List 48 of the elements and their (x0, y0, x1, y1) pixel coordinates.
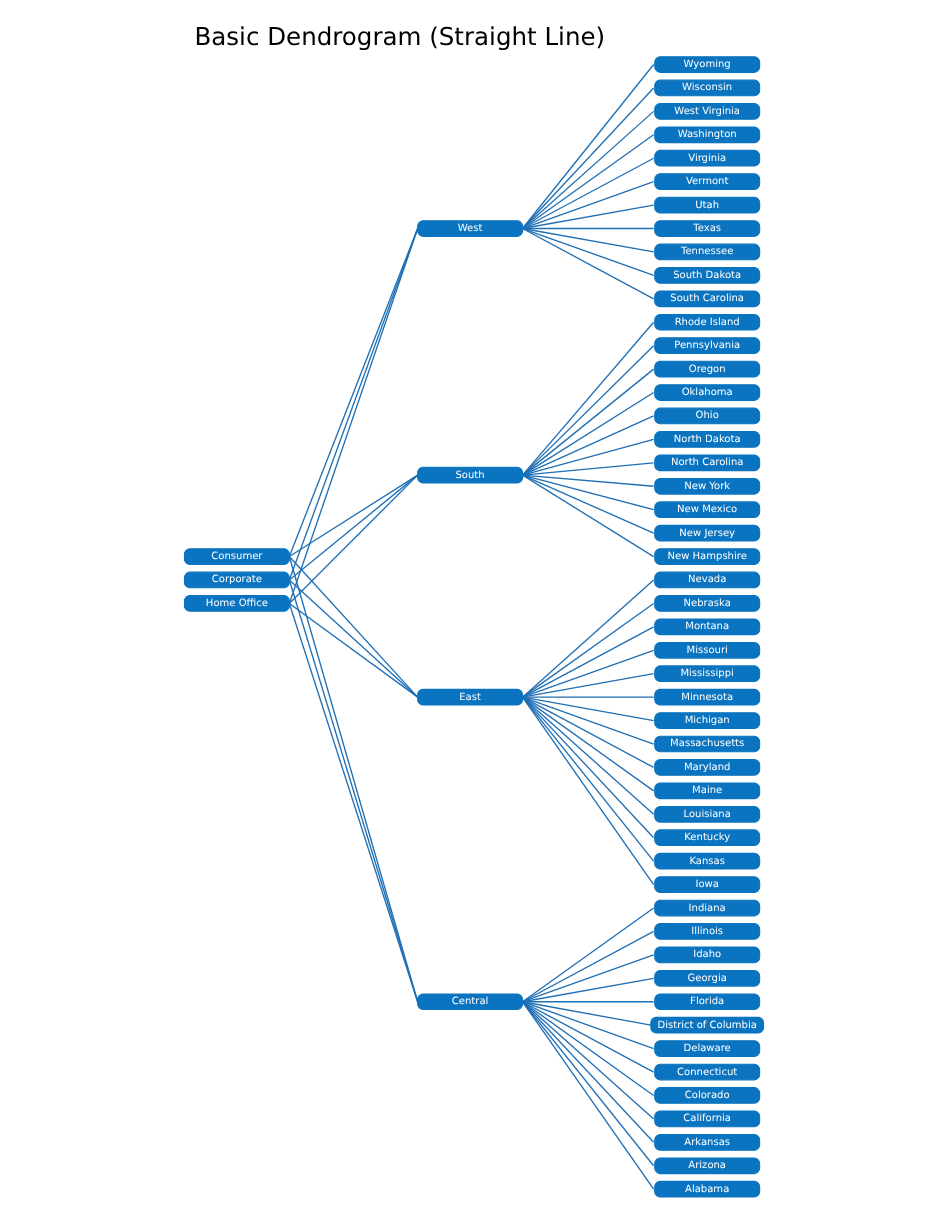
diagram-title: Basic Dendrogram (Straight Line) (194, 23, 606, 52)
connector (521, 1001, 655, 1073)
connector (521, 977, 655, 1003)
connector (288, 474, 419, 605)
connector (521, 696, 655, 745)
connector (521, 438, 655, 476)
connector (521, 204, 655, 230)
connector (288, 579, 419, 698)
connector (521, 1001, 655, 1120)
connector (521, 696, 655, 698)
connector (521, 157, 655, 230)
connector (521, 626, 655, 698)
connector (521, 110, 655, 230)
connector (288, 555, 419, 698)
connector (521, 696, 655, 815)
connector (521, 1001, 655, 1097)
connector (521, 1001, 652, 1026)
connector (521, 391, 655, 476)
connector (521, 462, 655, 476)
connector (521, 602, 655, 698)
connector (521, 321, 655, 476)
connector (521, 134, 655, 230)
connector (521, 907, 655, 1003)
connector (521, 345, 655, 476)
connector (521, 1001, 655, 1003)
connector (521, 474, 655, 511)
connector (288, 474, 419, 581)
connector (521, 227, 655, 300)
connector (521, 227, 655, 253)
connector (521, 227, 655, 277)
connector (288, 602, 419, 698)
connector (521, 696, 655, 769)
connector (521, 954, 655, 1003)
connector (521, 474, 655, 558)
connector (521, 579, 655, 698)
connector (521, 696, 655, 722)
connector (521, 696, 655, 792)
connector (521, 474, 655, 534)
connector (521, 227, 655, 230)
connector (521, 474, 655, 487)
connector (521, 930, 655, 1003)
connector (288, 474, 419, 558)
connector (521, 673, 655, 698)
connector (521, 649, 655, 698)
connector (521, 181, 655, 230)
connector (521, 1001, 655, 1050)
connector (521, 415, 655, 476)
connector (521, 368, 655, 476)
